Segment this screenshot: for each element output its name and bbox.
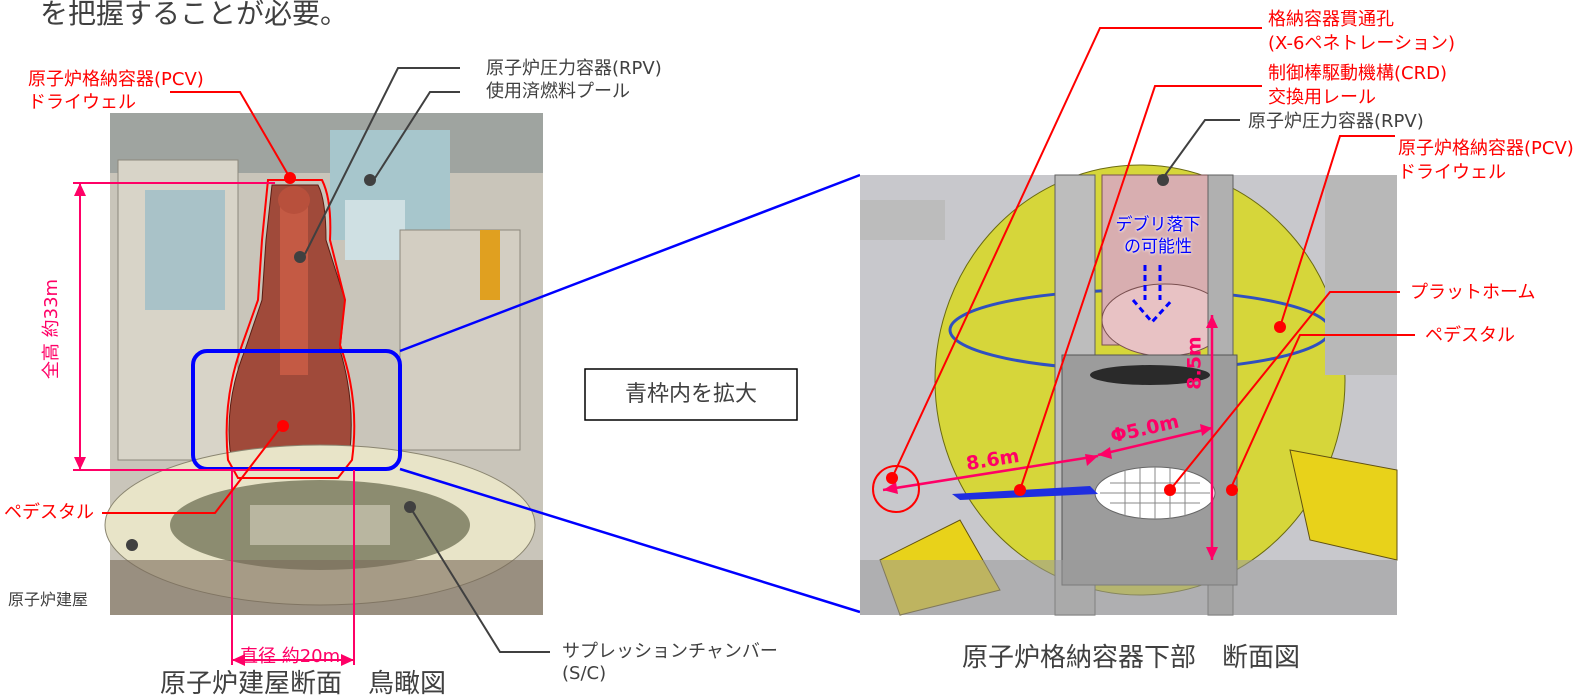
reactor-building-label: 原子炉建屋 — [8, 586, 89, 610]
zoom-note: 青枠内を拡大 — [624, 382, 757, 407]
sc-label: サプレッションチャンバー (S/C) — [562, 641, 778, 685]
right-caption: 原子炉格納容器下部 断面図 — [962, 643, 1301, 673]
crd-rail-label: 制御棒駆動機構(CRD) 交換用レール — [1268, 62, 1447, 110]
crd-rail-label-line2: 交換用レール — [1268, 87, 1376, 108]
left-rpv-label: 原子炉圧力容器(RPV) — [486, 58, 662, 79]
sc-label-line2: (S/C) — [562, 663, 607, 684]
reactor-building-illustration — [104, 113, 543, 615]
debris-label-line1: デブリ落下 — [1115, 215, 1201, 235]
diameter-label: 直径 約20m — [240, 646, 341, 667]
right-rpv-label: 原子炉圧力容器(RPV) — [1248, 111, 1424, 132]
header-text: を把握することが必要。 — [40, 0, 349, 30]
left-pedestal-label: ペデスタル — [4, 502, 94, 523]
left-spent-fuel-pool-label: 使用済燃料プール — [486, 81, 630, 102]
debris-label: デブリ落下 の可能性 — [1098, 214, 1218, 258]
platform-label: プラットホーム — [1410, 282, 1536, 303]
right-pcv-label: 原子炉格納容器(PCV) ドライウェル — [1398, 137, 1574, 185]
right-pcv-label-line2: ドライウェル — [1398, 162, 1506, 183]
right-pedestal-label: ペデスタル — [1425, 325, 1515, 346]
penetration-label-line1: 格納容器貫通孔 — [1268, 9, 1394, 30]
debris-arrow — [1131, 265, 1174, 325]
left-caption: 原子炉建屋断面 鳥瞰図 — [160, 669, 447, 699]
pcv-lower-section-illustration — [860, 164, 1398, 616]
debris-label-line2: の可能性 — [1124, 237, 1192, 257]
penetration-label: 格納容器貫通孔 (X-6ペネトレーション) — [1268, 8, 1455, 56]
left-pcv-label-line2: ドライウェル — [28, 92, 136, 113]
height-label: 全高 約33m — [41, 278, 62, 380]
right-pcv-label-line1: 原子炉格納容器(PCV) — [1398, 138, 1574, 159]
penetration-label-line2: (X-6ペネトレーション) — [1268, 33, 1456, 54]
dim-height-label: 8.5m — [1183, 336, 1206, 390]
left-pcv-label: 原子炉格納容器(PCV) ドライウェル — [28, 68, 204, 114]
crd-rail-label-line1: 制御棒駆動機構(CRD) — [1268, 63, 1447, 84]
left-pcv-label-line1: 原子炉格納容器(PCV) — [28, 69, 204, 90]
sc-label-line1: サプレッションチャンバー — [562, 641, 778, 662]
